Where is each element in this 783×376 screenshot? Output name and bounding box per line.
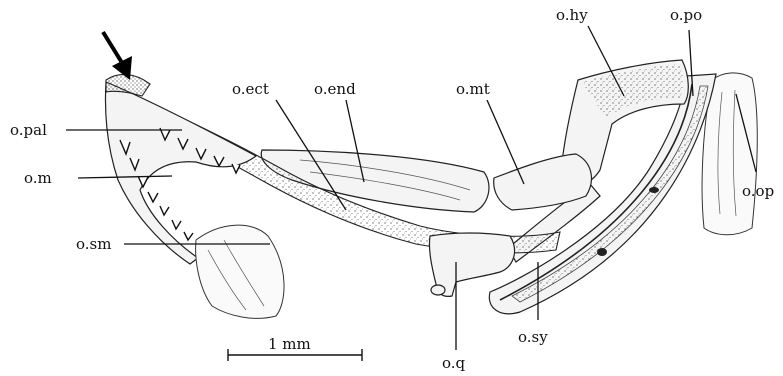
label-o-end: o.end (314, 80, 356, 98)
label-o-hy: o.hy (556, 6, 588, 24)
label-o-sy: o.sy (518, 328, 548, 346)
arrow-indicator (103, 32, 132, 80)
label-o-q: o.q (442, 354, 466, 372)
label-o-mt: o.mt (456, 80, 490, 98)
bone-drawing (106, 60, 758, 318)
label-o-sm: o.sm (76, 235, 111, 253)
supramaxilla-bone (196, 225, 284, 318)
label-o-pal: o.pal (10, 121, 47, 139)
scale-bar-label: 1 mm (268, 335, 311, 353)
leader-o-mt (487, 100, 524, 184)
label-o-po: o.po (670, 6, 702, 24)
label-o-ect: o.ect (232, 80, 269, 98)
label-o-op: o.op (742, 182, 774, 200)
scale-bar: 1 mm (228, 335, 362, 361)
label-o-m: o.m (24, 169, 52, 187)
